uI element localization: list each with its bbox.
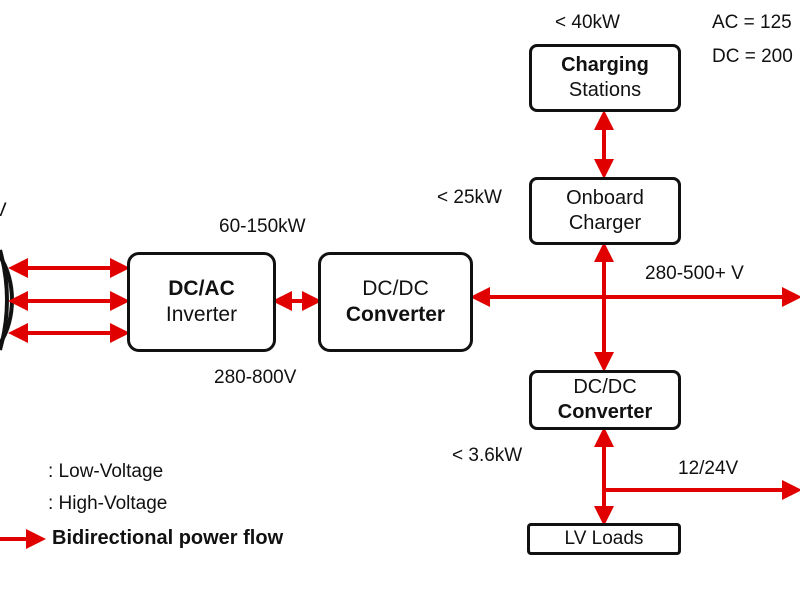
dcac-title: DC/AC	[168, 276, 235, 300]
legend-bidirectional-label: Bidirectional power flow	[52, 527, 284, 549]
ac-spec-label: AC = 125	[712, 12, 792, 33]
left-edge-partial-label: V	[0, 200, 7, 221]
charging-title: Charging	[561, 54, 649, 76]
charging-power-label: < 40kW	[555, 12, 620, 33]
lv-bus-label: 12/24V	[678, 458, 739, 479]
dc-spec-label: DC = 200	[712, 46, 793, 67]
dcac-inverter-block: DC/AC Inverter	[127, 252, 276, 352]
onboard-power-label: < 25kW	[437, 187, 502, 208]
onboard-charger-block: Onboard Charger	[529, 177, 681, 245]
dcdc-main-converter-block: DC/DC Converter	[318, 252, 473, 352]
legend-high-voltage: : High-Voltage	[48, 493, 168, 514]
dcdc-lv-title: DC/DC	[573, 376, 637, 398]
hv-range-label: 280-800V	[214, 367, 297, 388]
lv-loads-block: LV Loads	[527, 523, 681, 555]
legend-low-voltage: : Low-Voltage	[48, 461, 164, 482]
lv-converter-power-label: < 3.6kW	[452, 445, 523, 466]
dcdc-lv-subtitle: Converter	[557, 401, 653, 423]
onboard-subtitle: Charger	[568, 212, 642, 234]
dcdc-main-title: DC/DC	[362, 276, 429, 300]
lv-loads-label: LV Loads	[564, 528, 644, 550]
onboard-title: Onboard	[566, 187, 644, 209]
dcac-subtitle: Inverter	[165, 303, 238, 326]
charging-stations-block: Charging Stations	[529, 44, 681, 112]
hv-bus-label: 280-500+ V	[645, 263, 744, 284]
motor-power-label: 60-150kW	[219, 216, 306, 237]
dcdc-lv-converter-block: DC/DC Converter	[529, 370, 681, 430]
dcdc-main-subtitle: Converter	[345, 303, 446, 326]
charging-subtitle: Stations	[568, 79, 642, 101]
